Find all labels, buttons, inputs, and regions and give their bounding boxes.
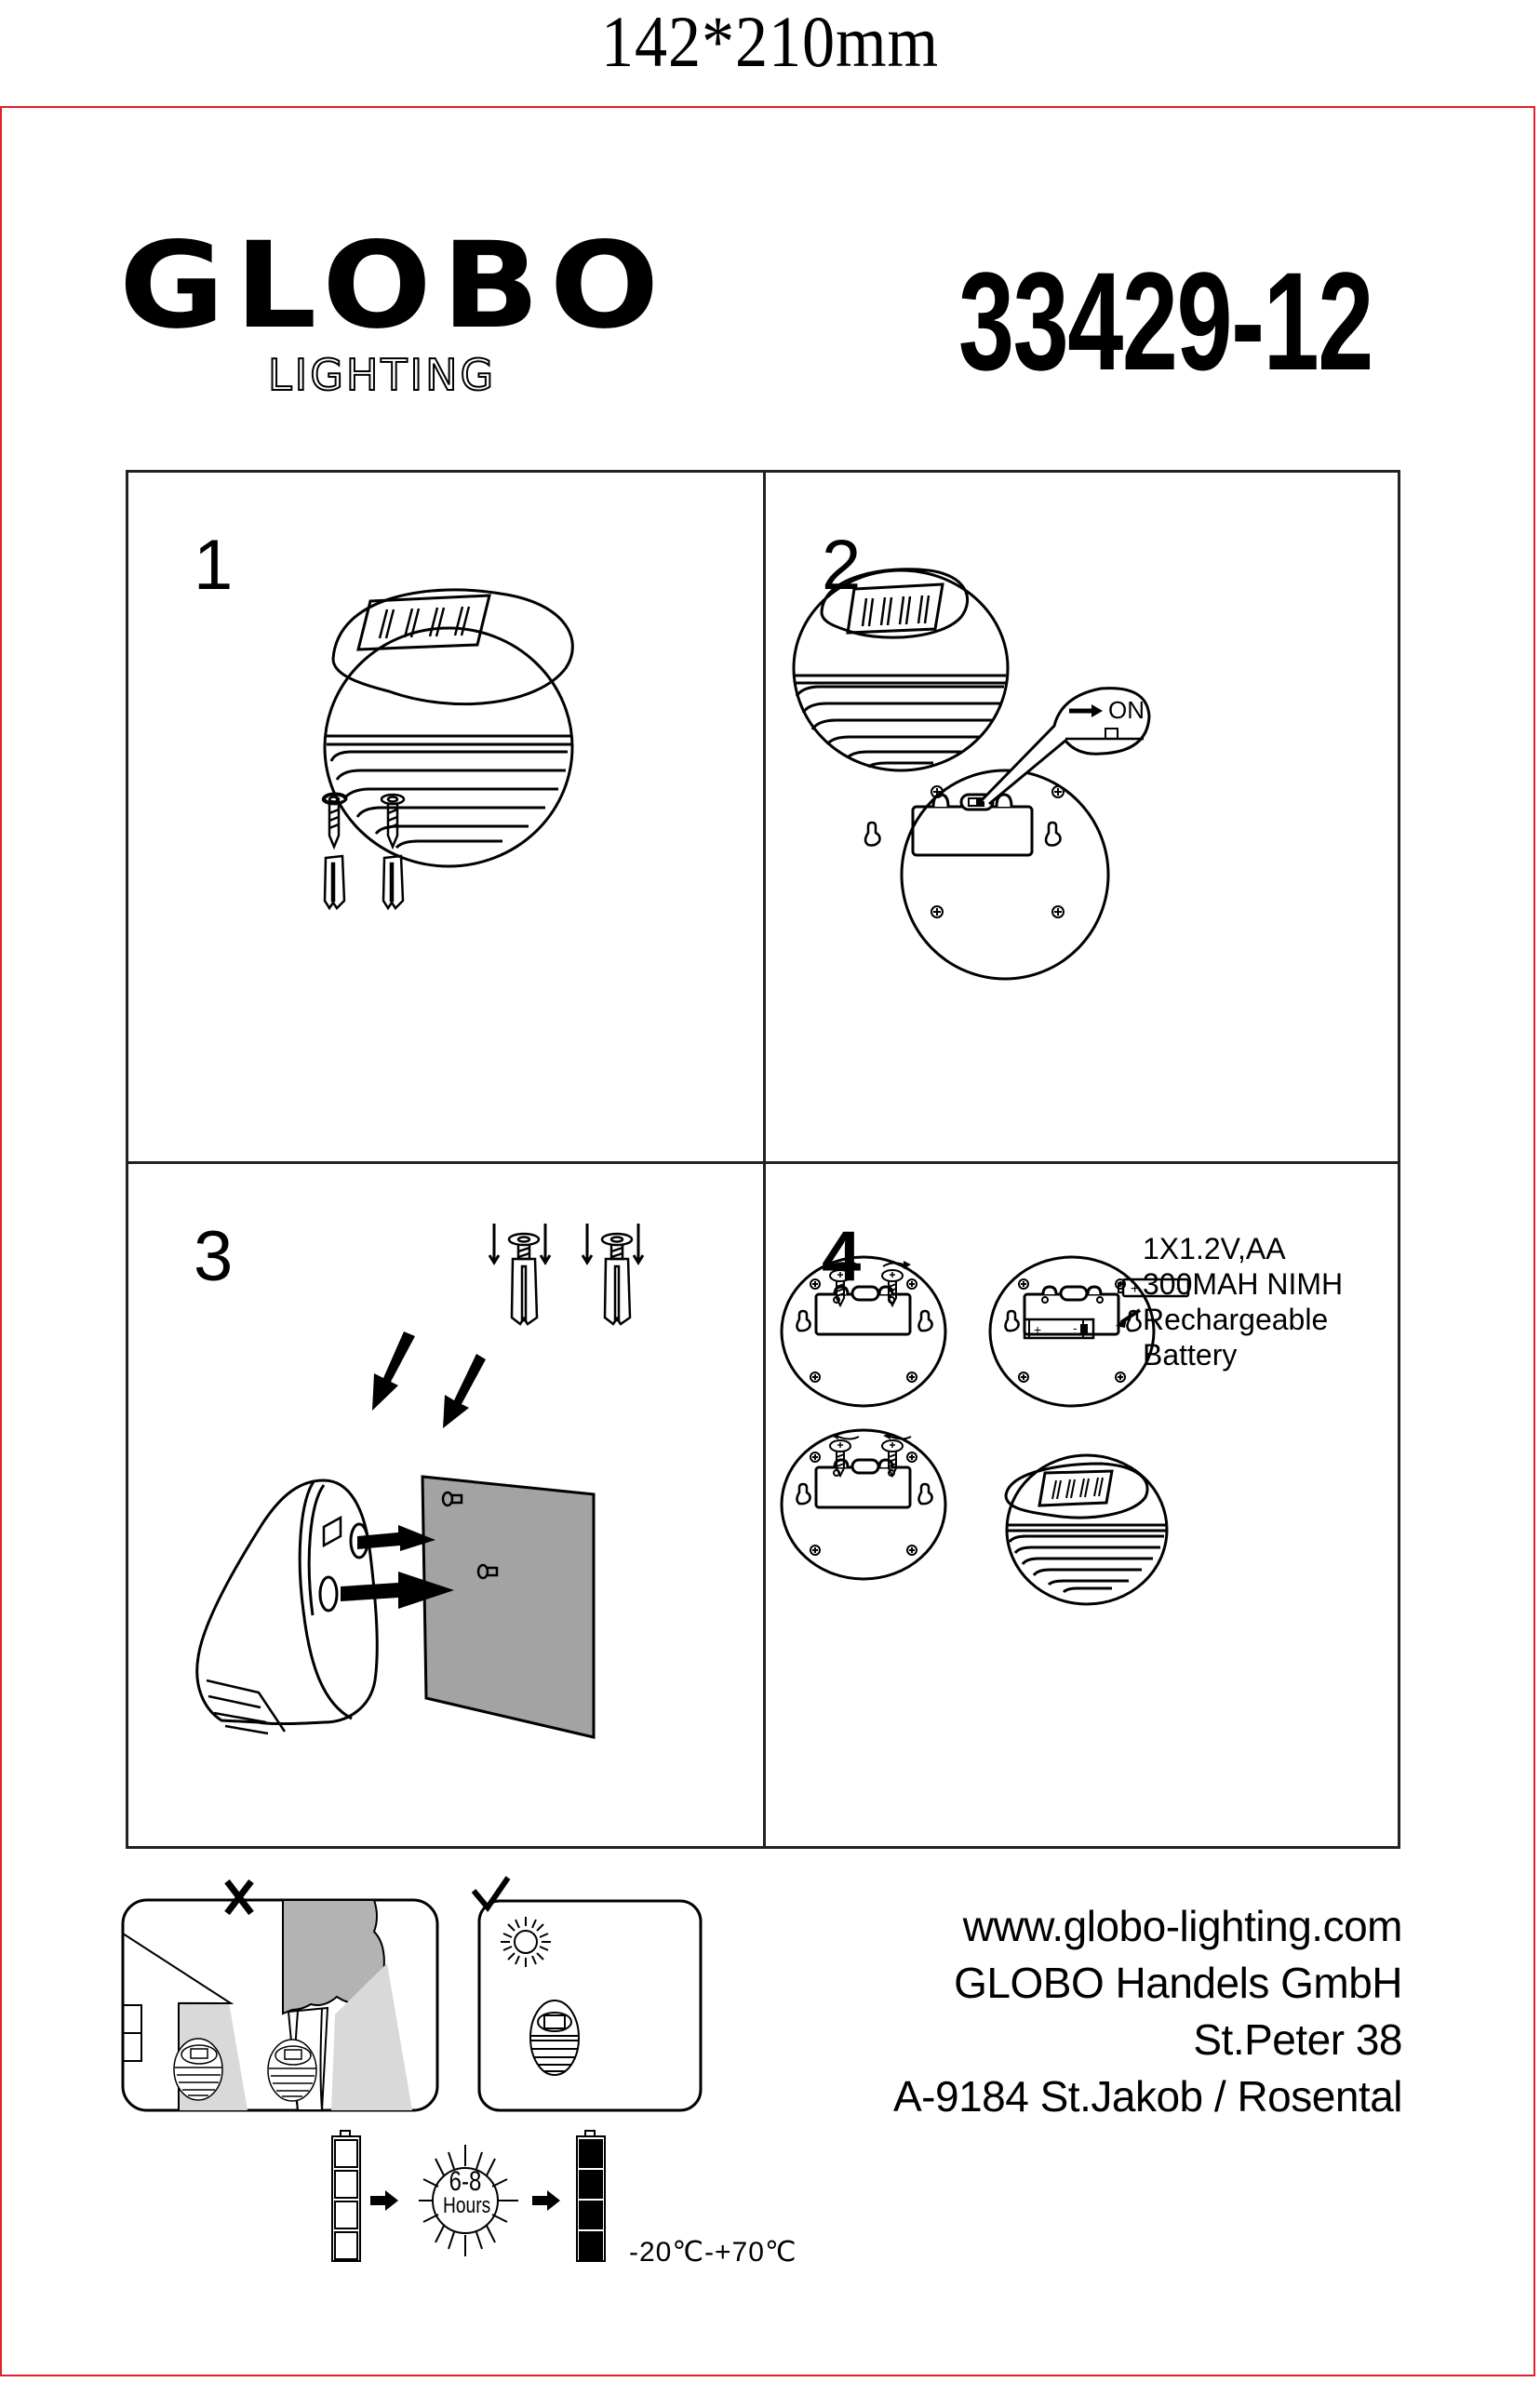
- charge-hours-value: 6-8: [449, 2166, 482, 2197]
- company-address: www.globo-lighting.com GLOBO Handels Gmb…: [893, 1898, 1403, 2125]
- street-address: St.Peter 38: [1193, 2015, 1402, 2064]
- plug-left: [488, 1224, 552, 1326]
- svg-text:-: -: [1073, 1320, 1078, 1335]
- model-number: 33429-12: [958, 243, 1373, 399]
- print-size-label: 142*210mm: [600, 1, 940, 82]
- svg-text:+: +: [1034, 1322, 1041, 1337]
- insert-arrows: [341, 1332, 486, 1609]
- brand-name: GLOBO: [119, 217, 670, 355]
- back-close-screws-icon: [780, 1428, 947, 1581]
- back-plate-icon: [864, 687, 1151, 981]
- aa-battery-icon: + -: [1118, 1278, 1190, 1298]
- sun-icon: [501, 1917, 551, 1967]
- solar-lamp-icon: [323, 588, 574, 868]
- lamp-in-shade-icon: [173, 2038, 317, 2102]
- step-2-panel: 2: [766, 473, 1398, 1164]
- wall-plug-icons: [488, 1224, 645, 1326]
- instruction-grid: 1: [126, 470, 1400, 1849]
- solar-lamp-front-icon: [792, 568, 1010, 772]
- right-placement-panel: [471, 1876, 703, 2112]
- document-frame: [0, 106, 1535, 2376]
- charge-hours-label: 6-8 Hours: [443, 2166, 491, 2218]
- city-address: A-9184 St.Jakob / Rosental: [893, 2072, 1403, 2121]
- step-1-number: 1: [194, 526, 234, 605]
- step-3-number: 3: [194, 1217, 234, 1296]
- insert-battery-icon: + - + -: [988, 1255, 1190, 1408]
- battery-spec-line-2: Rechargeable Battery: [1143, 1303, 1329, 1372]
- charge-hours-unit: Hours: [443, 2193, 491, 2218]
- battery-empty-icon: [331, 2130, 361, 2262]
- screw-hole-icons: [931, 785, 1065, 918]
- lamp-in-sun-icon: [529, 2000, 580, 2076]
- lamp-side-icon: [195, 1479, 379, 1735]
- lamp-front-illustration: [322, 588, 574, 868]
- wall-panel: [421, 1475, 596, 1739]
- arrow-icon: [370, 2190, 560, 2211]
- cross-mark-icon: [224, 1879, 254, 1916]
- battery-full-icon: [576, 2130, 606, 2262]
- wrong-placement-panel: [121, 1879, 439, 2112]
- wall-screw-icons: [441, 1491, 499, 1580]
- svg-text:-: -: [1176, 1280, 1181, 1296]
- charging-diagram: [331, 2130, 606, 2262]
- back-open-screws-icon: [780, 1255, 947, 1408]
- website-link[interactable]: www.globo-lighting.com: [962, 1902, 1403, 1950]
- lamp-front-small-icon: [1004, 1453, 1169, 1606]
- sun-hours-icon: [419, 2145, 518, 2256]
- placement-guide: [121, 1876, 703, 2262]
- battery-replacement-illustration: + - + -: [780, 1255, 1190, 1606]
- temperature-range: -20℃-+70℃: [629, 2237, 797, 2268]
- step-1-panel: 1: [128, 473, 766, 1164]
- switch-on-label: ON: [1108, 696, 1145, 724]
- step-2-illustration: [792, 568, 1010, 772]
- switch-callout: [980, 687, 1151, 806]
- check-mark-icon: [471, 1876, 511, 1912]
- step-4-panel: 4 1X1.2V,AA 300MAH NIMH Rechargeable Bat…: [766, 1164, 1398, 1846]
- brand-subtitle: LIGHTING: [267, 349, 497, 401]
- svg-text:+: +: [1131, 1281, 1139, 1297]
- brand-logo: GLOBO LIGHTING: [119, 227, 724, 402]
- plug-right: [581, 1224, 645, 1326]
- step-1-fasteners-icon: [321, 793, 406, 911]
- step-3-panel: 3: [128, 1164, 766, 1846]
- company-name: GLOBO Handels GmbH: [954, 1959, 1402, 2007]
- wall-mounting-illustration: [195, 1224, 645, 1739]
